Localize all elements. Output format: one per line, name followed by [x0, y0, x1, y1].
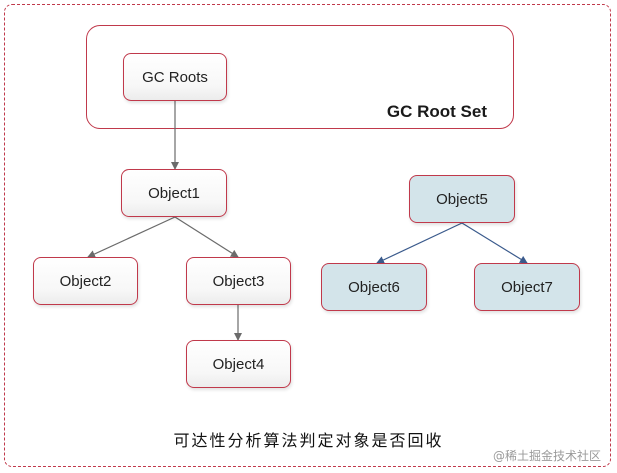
diagram-frame	[4, 4, 611, 467]
edge-object1-object2	[87, 216, 176, 258]
gc-root-set-label: GC Root Set	[386, 102, 487, 121]
node-object1: Object1	[121, 169, 227, 217]
node-object4: Object4	[186, 340, 291, 388]
edge-object5-object6	[376, 222, 463, 264]
edge-object1-object3	[174, 216, 239, 258]
node-object5: Object5	[409, 175, 515, 223]
diagram-caption: 可达性分析算法判定对象是否回收	[173, 431, 444, 450]
node-gc-roots: GC Roots	[123, 53, 227, 101]
node-object7: Object7	[474, 263, 580, 311]
edge-object5-object7	[461, 222, 528, 264]
node-object3: Object3	[186, 257, 291, 305]
source-watermark: @稀土掘金技术社区	[492, 449, 601, 463]
node-object6: Object6	[321, 263, 427, 311]
node-object2: Object2	[33, 257, 138, 305]
